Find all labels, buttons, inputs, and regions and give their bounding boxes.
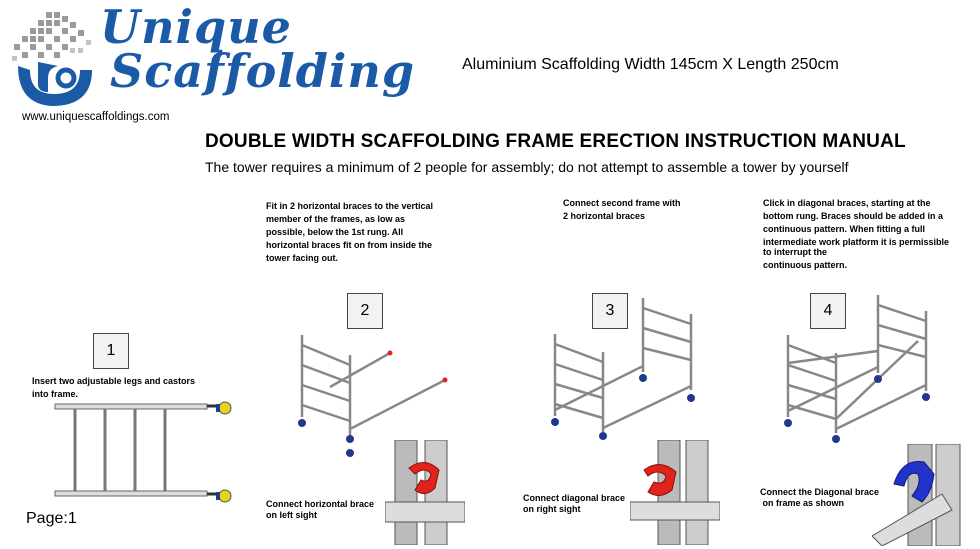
clamp-detail-icon [630, 440, 720, 545]
brand-line2: Scaffolding [110, 43, 416, 98]
step-1-instructions: Insert two adjustable legs and castors i… [32, 375, 195, 401]
step-2-line: tower facing out. [266, 253, 338, 264]
step-3-caption-line: on right sight [523, 504, 581, 515]
step-1-line: into frame. [32, 389, 79, 400]
step-4-number: 4 [823, 302, 833, 319]
step-3-line: Connect second frame with [563, 198, 681, 208]
step-4-instructions: Click in diagonal braces, starting at th… [763, 197, 949, 272]
step-1-number: 1 [106, 342, 116, 359]
step-4-line: Click in diagonal braces, starting at th… [763, 198, 931, 208]
step-4-line: to interrupt the [763, 247, 827, 258]
step-4-caption-line: on frame as shown [760, 498, 845, 509]
step-3-instructions: Connect second frame with 2 horizontal b… [563, 197, 681, 223]
step-4-number-box: 4 [810, 293, 846, 329]
brand-line1: Unique [100, 0, 292, 54]
step-2-line: horizontal braces fit on from inside the [266, 240, 433, 251]
step-3-caption-line: Connect diagonal brace [523, 493, 626, 503]
logo-mark-icon [12, 12, 92, 106]
step-2-line: member of the frames, as low as [266, 214, 406, 225]
step-4-caption-line: Connect the Diagonal brace [760, 487, 880, 497]
tower-diagram-icon [298, 335, 448, 457]
website-url: www.uniquescaffoldings.com [22, 111, 170, 123]
step-3-number-box: 3 [592, 293, 628, 329]
tower-diagram-icon [551, 298, 695, 440]
step-4-line: continuous pattern. [763, 260, 847, 271]
manual-title: DOUBLE WIDTH SCAFFOLDING FRAME ERECTION … [205, 131, 906, 152]
step-2-instructions: Fit in 2 horizontal braces to the vertic… [266, 200, 433, 265]
step-4-line: bottom rung. Braces should be added in a [763, 211, 944, 222]
step-2-line: Fit in 2 horizontal braces to the vertic… [266, 201, 434, 211]
page-number: Page:1 [26, 510, 77, 527]
step-3-line: 2 horizontal braces [563, 211, 646, 222]
step-4-line: continuous pattern. When fitting a full [763, 224, 925, 235]
step-4-caption: Connect the Diagonal brace on frame as s… [760, 487, 879, 510]
step-3-caption: Connect diagonal brace on right sight [523, 493, 625, 516]
tower-diagram-icon [784, 295, 930, 443]
step-2-caption: Connect horizontal brace on left sight [266, 499, 374, 522]
brand-logo-text: Unique Scaffolding [100, 0, 416, 98]
step-4-line: intermediate work platform it is permiss… [763, 237, 950, 248]
step-2-line: possible, below the 1st rung. All [266, 227, 404, 238]
clamp-detail-icon [872, 444, 961, 546]
step-2-caption-line: on left sight [266, 510, 317, 521]
step-1-line: Insert two adjustable legs and castors [32, 376, 196, 386]
step-1-number-box: 1 [93, 333, 129, 369]
step-3-number: 3 [605, 302, 615, 319]
product-spec: Aluminium Scaffolding Width 145cm X Leng… [462, 56, 839, 73]
frame-diagram-icon [54, 401, 232, 503]
step-2-number: 2 [360, 302, 370, 319]
step-2-caption-line: Connect horizontal brace [266, 499, 375, 509]
step-2-number-box: 2 [347, 293, 383, 329]
clamp-detail-icon [385, 440, 465, 545]
safety-warning: The tower requires a minimum of 2 people… [205, 159, 849, 175]
